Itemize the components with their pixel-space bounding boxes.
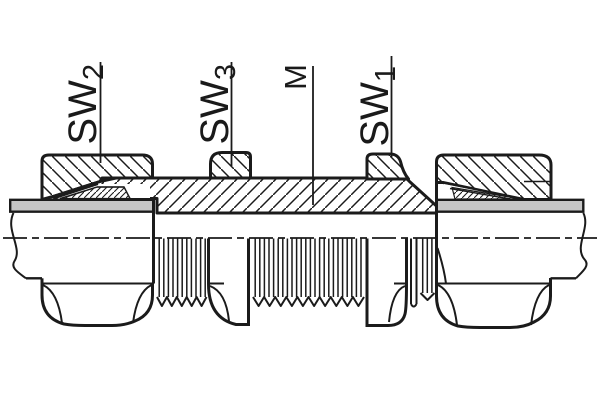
leader-lines: [99, 56, 393, 205]
thread-crest-zigzag: [419, 292, 436, 301]
thread-crest-zigzag: [156, 296, 208, 307]
left-break-line: [10, 212, 27, 280]
label-sw2: SW2: [61, 64, 110, 145]
thread-lines: [421, 238, 433, 293]
body-hex-hatch: [365, 152, 410, 181]
thread-groove: [410, 238, 418, 308]
right-nut-outside: [435, 247, 552, 329]
left-cone-edge: [54, 183, 99, 199]
left-nut-outside: [40, 278, 154, 327]
right-nut-section: [435, 153, 553, 208]
label-sw3: SW3: [193, 64, 242, 145]
tube-left: [9, 198, 153, 213]
thread-segments: [156, 238, 436, 307]
right-break-line: [575, 212, 588, 279]
left-nut-section: [40, 153, 154, 201]
locknut-outside: [207, 238, 250, 326]
thread-crest-zigzag: [252, 296, 365, 307]
label-m: M: [278, 64, 313, 90]
right-ring-edge: [449, 180, 551, 201]
right-cone-edge: [442, 181, 525, 201]
label-sw1: SW1: [353, 66, 402, 147]
left-ring-edge: [59, 186, 131, 200]
thread-lines: [158, 238, 206, 297]
body-hex-outside: [365, 238, 408, 327]
locknut-section: [209, 151, 252, 180]
tube-right: [436, 198, 585, 213]
thread-lines: [254, 238, 362, 297]
